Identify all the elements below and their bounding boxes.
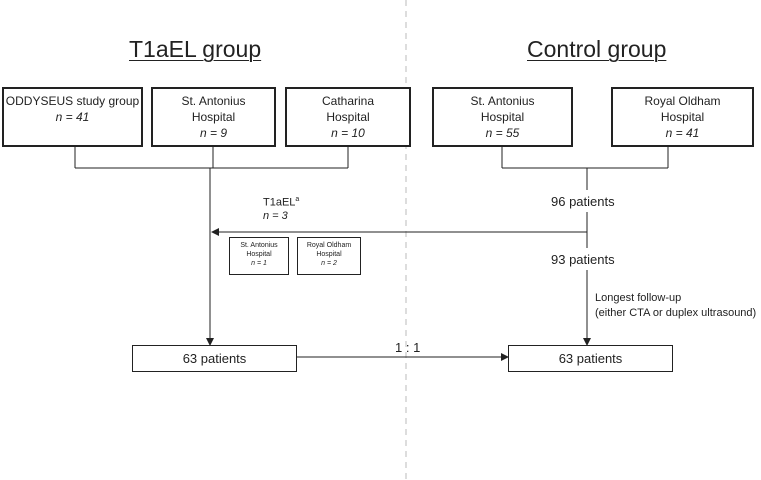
control-after-transfer-count: 93 patients (551, 252, 615, 267)
source-box-oddyseus: ODDYSEUS study group n = 41 (2, 87, 143, 147)
source-name: Royal Oldham Hospital (644, 94, 721, 124)
transfer-label: T1aELa (263, 196, 299, 209)
control-group-title: Control group (527, 36, 667, 62)
transfer-box-st-antonius: St. Antonius Hospital n = 1 (229, 237, 289, 275)
transfer-source-count: n = 1 (251, 260, 267, 267)
transfer-source-name: Royal Oldham Hospital (306, 242, 352, 258)
control-total-count: 96 patients (551, 194, 615, 209)
source-name: ODDYSEUS study group (5, 94, 140, 108)
transfer-source-count: n = 2 (321, 260, 337, 267)
source-name: St. Antonius Hospital (470, 94, 535, 124)
final-box-control: 63 patients (508, 345, 673, 372)
selection-criterion-line2: (either CTA or duplex ultrasound) (595, 307, 757, 319)
source-name: St. Antonius Hospital (181, 94, 246, 124)
transfer-footnote-mark: a (295, 196, 300, 203)
t1ael-group-title: T1aEL group (129, 36, 262, 62)
final-box-t1ael: 63 patients (132, 345, 297, 372)
source-box-st-antonius-control: St. Antonius Hospital n = 55 (432, 87, 573, 147)
transfer-source-name: St. Antonius Hospital (240, 242, 278, 258)
source-count: n = 41 (665, 126, 700, 140)
source-count: n = 55 (485, 126, 520, 140)
transfer-label-text: T1aEL (263, 196, 296, 209)
source-box-st-antonius: St. Antonius Hospital n = 9 (151, 87, 276, 147)
final-count: 63 patients (558, 350, 623, 366)
transfer-count: n = 3 (263, 210, 288, 222)
selection-criterion-line1: Longest follow-up (595, 292, 682, 304)
transfer-box-royal-oldham: Royal Oldham Hospital n = 2 (297, 237, 361, 275)
source-name: Catharina Hospital (321, 94, 375, 124)
source-count: n = 10 (331, 126, 365, 140)
source-box-catharina: Catharina Hospital n = 10 (285, 87, 411, 147)
source-box-royal-oldham: Royal Oldham Hospital n = 41 (611, 87, 754, 147)
source-count: n = 9 (199, 126, 228, 140)
source-count: n = 41 (55, 110, 90, 124)
matching-ratio: 1 : 1 (395, 340, 421, 355)
final-count: 63 patients (182, 350, 247, 366)
